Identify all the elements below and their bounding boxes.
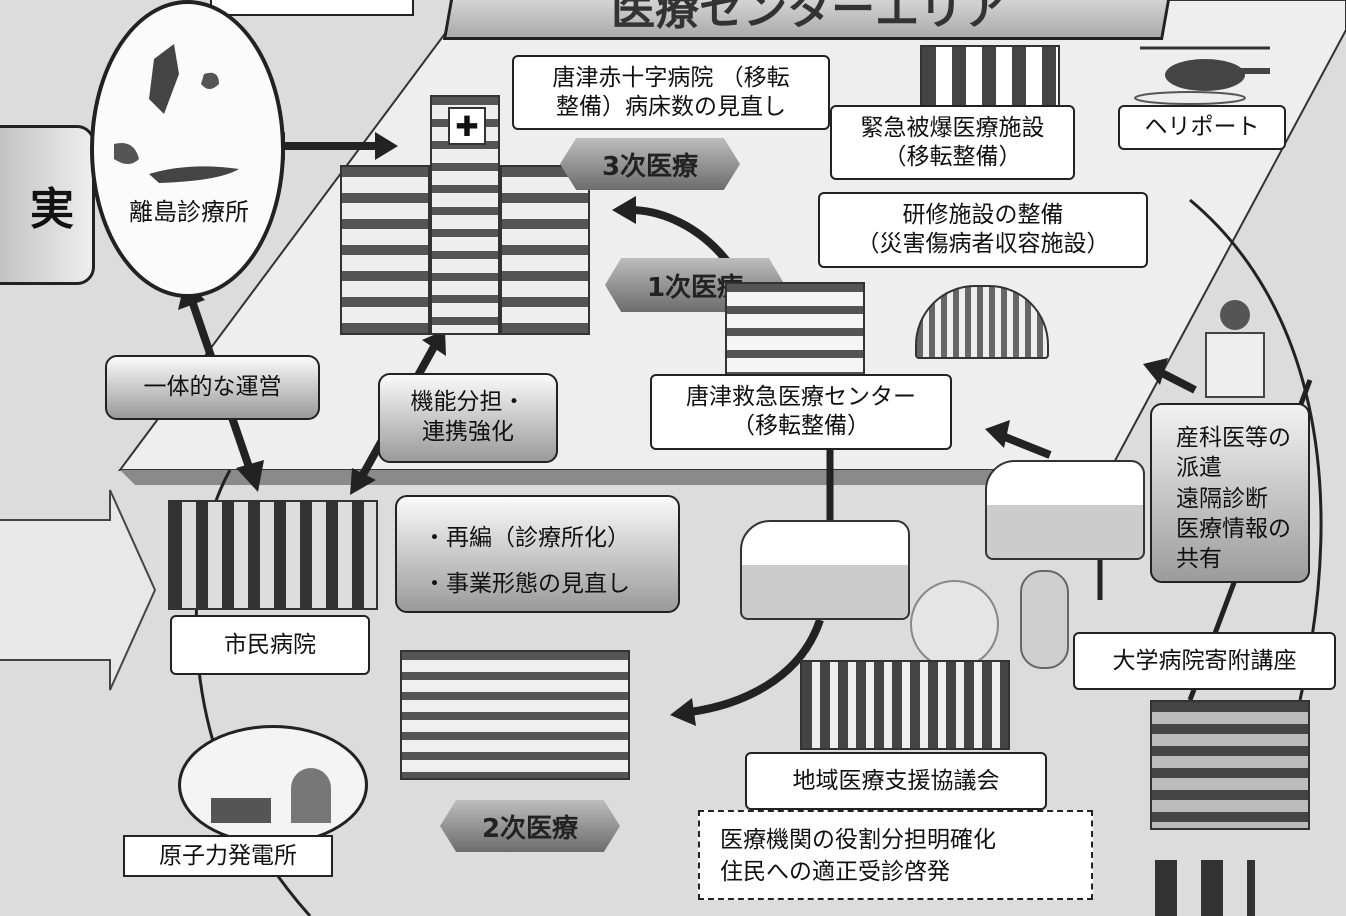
nuclear-plant-oval bbox=[178, 725, 368, 845]
nuclear-plant-label: 原子力発電所 bbox=[123, 835, 333, 877]
doctor-icon bbox=[1195, 300, 1275, 400]
island-clinic-label: 離島診療所 bbox=[129, 198, 249, 226]
obstetrics-line-5: 共有 bbox=[1176, 546, 1222, 573]
karatsu-red-cross-line-2: 整備）病床数の見直し bbox=[556, 93, 786, 120]
emergency-exposure-line-2: （移転整備） bbox=[883, 143, 1022, 170]
karatsu-emergency-center-label: 唐津救急医療センター （移転整備） bbox=[650, 374, 952, 450]
regional-council-label: 地域医療支援協議会 bbox=[745, 752, 1047, 810]
city-hospital-label: 市民病院 bbox=[170, 615, 370, 675]
karatsu-red-cross-label: 唐津赤十字病院 （移転 整備）病床数の見直し bbox=[512, 55, 830, 130]
secondary-care-badge: 2次医療 bbox=[440, 800, 620, 852]
reorganization-line-2: ・事業形態の見直し bbox=[423, 571, 630, 597]
ambulance-icon bbox=[740, 520, 910, 620]
obstetrics-dispatch-label: 産科医等の 派遣 遠隔診断 医療情報の 共有 bbox=[1150, 403, 1310, 583]
university-course-label: 大学病院寄附講座 bbox=[1073, 632, 1336, 690]
role-clarification-label: 医療機関の役割分担明確化 住民への適正受診啓発 bbox=[698, 810, 1093, 900]
emergency-exposure-line-1: 緊急被爆医療施設 bbox=[860, 114, 1045, 141]
city-hospital-building-icon bbox=[168, 500, 378, 610]
island-clinic-oval: 離島診療所 bbox=[90, 0, 285, 298]
hospital-building-icon: ✚ bbox=[340, 95, 590, 335]
nuclear-plant-icon bbox=[211, 768, 331, 823]
left-heading-text: 実 bbox=[30, 184, 74, 235]
role-sharing-line-2: 連携強化 bbox=[422, 419, 514, 445]
heading-text: 医療センターエリア bbox=[611, 0, 1008, 35]
training-facility-building-icon bbox=[915, 285, 1049, 359]
integrated-operation-label: 一体的な運営 bbox=[105, 355, 320, 420]
training-facility-line-1: 研修施設の整備 bbox=[902, 202, 1064, 229]
training-facility-line-2: （災害傷病者収容施設） bbox=[856, 231, 1110, 257]
karatsu-red-cross-line-1: 唐津赤十字病院 （移転 bbox=[552, 64, 790, 91]
emergency-center-line-2: （移転整備） bbox=[732, 413, 870, 439]
helicopter-icon bbox=[1134, 46, 1270, 105]
mother-baby-icon bbox=[910, 580, 999, 669]
left-heading-fragment: 実 bbox=[0, 125, 95, 285]
secondary-hospital-building-icon bbox=[400, 650, 630, 780]
emergency-exposure-label: 緊急被爆医療施設 （移転整備） bbox=[830, 105, 1075, 180]
role-sharing-line-1: 機能分担・ bbox=[410, 389, 526, 416]
university-hospital-building-icon bbox=[1150, 700, 1310, 830]
training-facility-label: 研修施設の整備 （災害傷病者収容施設） bbox=[818, 192, 1148, 268]
obstetrics-line-1: 産科医等の bbox=[1176, 425, 1291, 451]
reorganization-line-1: ・再編（診療所化） bbox=[423, 525, 630, 551]
role-sharing-label: 機能分担・ 連携強化 bbox=[378, 373, 558, 463]
regional-facility-building-icon bbox=[800, 660, 1010, 750]
ambulance-icon bbox=[985, 460, 1145, 560]
heliport-label: ヘリポート bbox=[1118, 105, 1286, 150]
pregnant-woman-icon bbox=[1020, 570, 1069, 669]
role-clarification-line-1: 医療機関の役割分担明確化 bbox=[720, 827, 996, 853]
role-clarification-line-2: 住民への適正受診啓発 bbox=[720, 859, 950, 886]
tertiary-care-badge: 3次医療 bbox=[560, 138, 740, 190]
obstetrics-line-2: 派遣 bbox=[1176, 455, 1222, 482]
emergency-center-building-icon bbox=[725, 282, 865, 377]
obstetrics-line-4: 医療情報の bbox=[1176, 516, 1291, 543]
emergency-center-line-1: 唐津救急医療センター bbox=[686, 384, 916, 411]
reorganization-label: ・再編（診療所化） ・事業形態の見直し bbox=[395, 495, 680, 613]
island-map-icon bbox=[114, 44, 239, 183]
heading-banner: 医療センターエリア bbox=[442, 0, 1178, 40]
obstetrics-line-3: 遠隔診断 bbox=[1176, 485, 1268, 512]
doctors-icon bbox=[1155, 860, 1255, 916]
